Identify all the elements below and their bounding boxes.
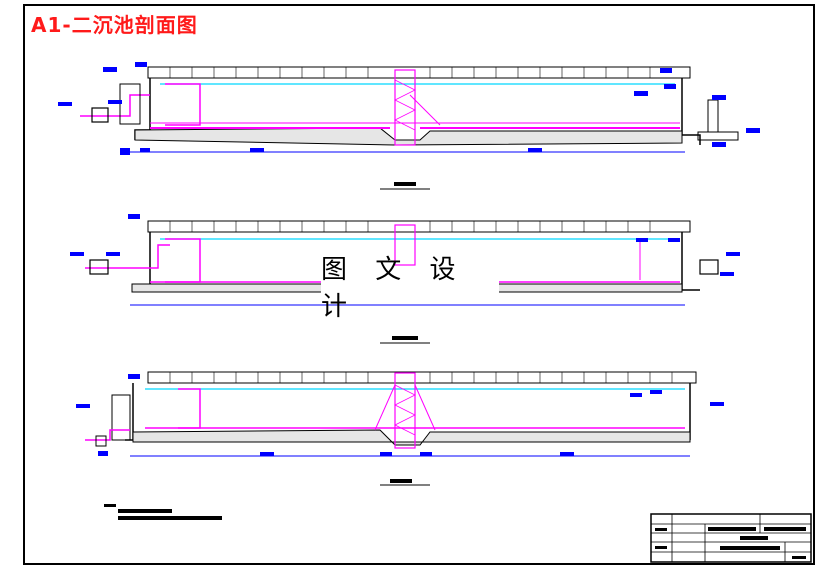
section-1 bbox=[58, 62, 760, 190]
bridge-walkway bbox=[147, 371, 697, 384]
tank-bottom-slab bbox=[134, 127, 683, 146]
tank-bottom-slab bbox=[132, 429, 691, 446]
drawing-title: A1-二沉池剖面图 bbox=[31, 13, 198, 37]
bridge-walkway bbox=[147, 66, 691, 79]
watermark-label: 图 文 设 计 bbox=[321, 255, 499, 322]
notes-block bbox=[104, 504, 222, 520]
section-3 bbox=[76, 371, 724, 486]
scraper-arm bbox=[165, 83, 201, 126]
tank-wall-right bbox=[681, 78, 701, 145]
bridge-walkway bbox=[147, 220, 691, 233]
outlet-pipe bbox=[697, 131, 739, 141]
center-column bbox=[394, 69, 416, 146]
title-block bbox=[650, 513, 812, 563]
drawing-frame bbox=[23, 4, 815, 565]
